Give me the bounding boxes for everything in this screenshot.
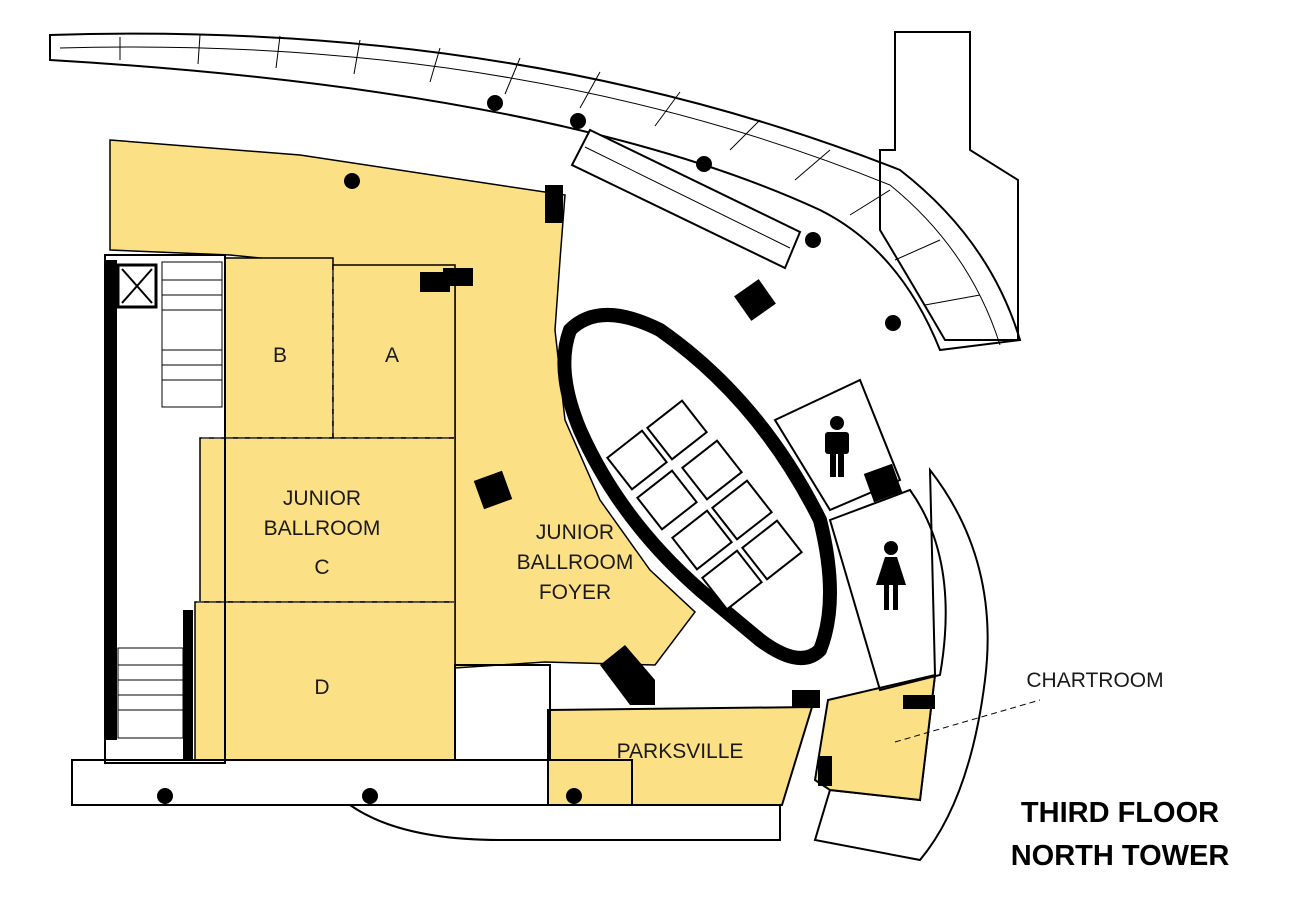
foyer-label-line1: JUNIOR [536, 521, 614, 544]
room-label-c-line1: JUNIOR [283, 487, 361, 510]
central-core [557, 308, 837, 665]
room-label-c-line2: BALLROOM [264, 517, 381, 540]
womens-restroom-icon [876, 541, 906, 610]
foyer-label-line2: BALLROOM [517, 551, 634, 574]
junior-ballroom-b[interactable] [224, 257, 334, 439]
stair-tower [879, 31, 1019, 341]
room-label-c-line3: C [314, 556, 329, 579]
floor-title-line2: NORTH TOWER [1011, 840, 1230, 872]
column-icon [157, 95, 935, 804]
elevator-bank-icon [605, 399, 804, 611]
room-label-a: A [385, 344, 399, 367]
elevator-icon [116, 263, 158, 309]
room-label-b: B [273, 344, 287, 367]
stairs-icon [117, 261, 223, 739]
room-label-d: D [314, 676, 329, 699]
escalator-icon [570, 128, 802, 270]
junior-ballroom-a[interactable] [332, 264, 456, 439]
chartroom[interactable] [813, 673, 937, 802]
foyer-label-line3: FOYER [539, 581, 611, 604]
parksville-label: PARKSVILLE [617, 740, 744, 763]
junior-ballroom-c[interactable] [199, 437, 456, 603]
junior-ballroom-d[interactable] [194, 601, 456, 761]
service-corridor [71, 254, 633, 806]
parksville-room[interactable] [547, 705, 814, 806]
floor-title-line1: THIRD FLOOR [1021, 797, 1219, 829]
walkway-grid [119, 34, 981, 306]
lower-walkway [813, 466, 989, 862]
mens-restroom-icon [825, 416, 849, 477]
outer-walkway [49, 32, 1022, 352]
chartroom-label: CHARTROOM [1026, 669, 1163, 692]
